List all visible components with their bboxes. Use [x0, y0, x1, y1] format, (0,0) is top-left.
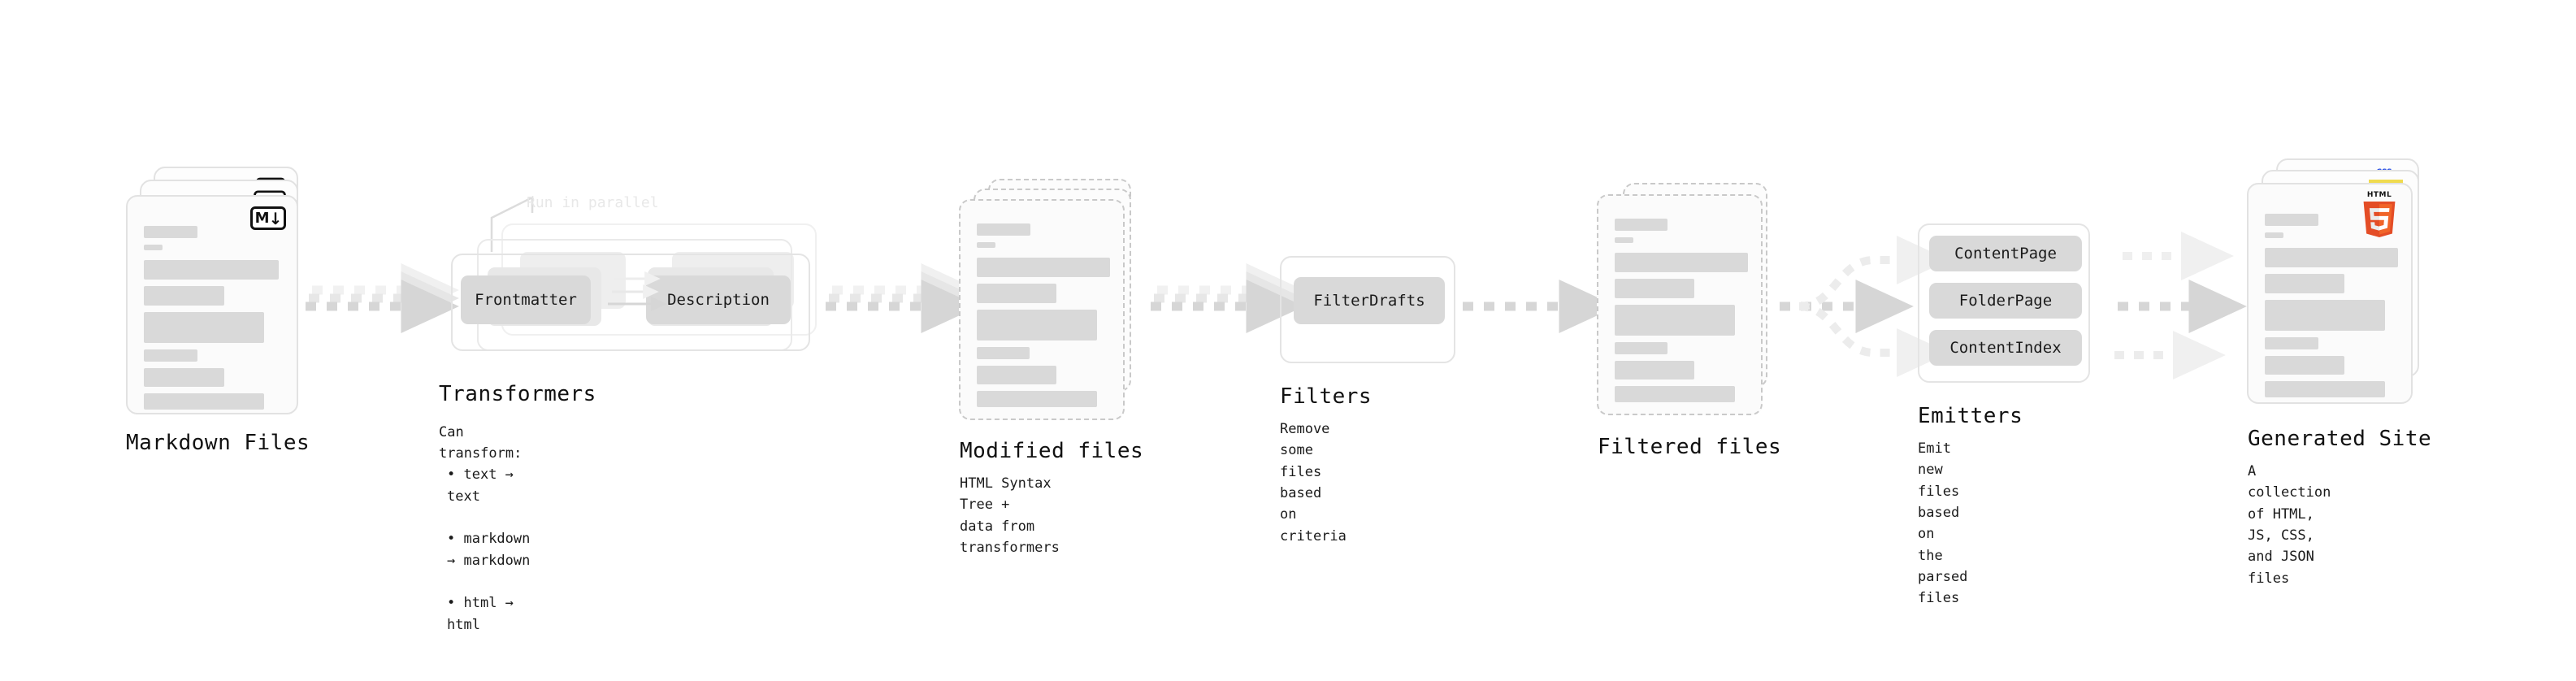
skeleton-bar	[144, 393, 264, 410]
markdown-icon: M↓	[250, 206, 286, 230]
filter-chip-filterdrafts[interactable]: FilterDrafts	[1294, 277, 1445, 324]
modified-card-front	[959, 199, 1125, 420]
markdown-icon-letter: M	[254, 209, 270, 227]
transformer-inner-arrows	[608, 271, 667, 311]
skeleton-bar	[2265, 274, 2344, 293]
html5-shield-glyph	[2363, 202, 2396, 237]
site-card-front: HTML	[2247, 183, 2413, 404]
skeleton-bar	[1615, 219, 1667, 231]
stage-title-emitters: Emitters	[1918, 404, 2023, 428]
skeleton-bar	[144, 312, 264, 343]
stage-title-modified-files: Modified files	[960, 439, 1144, 463]
skeleton-lines	[1615, 219, 1748, 409]
skeleton-lines	[977, 223, 1110, 414]
emitter-chip-contentindex[interactable]: ContentIndex	[1929, 330, 2082, 366]
skeleton-bar	[2265, 214, 2318, 226]
html5-icon-caption: HTML	[2366, 191, 2392, 199]
skeleton-bar	[2265, 356, 2344, 375]
filters-box[interactable]: FilterDrafts	[1280, 256, 1455, 363]
arrow-emitters-to-site	[2114, 232, 2247, 380]
skeleton-bar	[1615, 305, 1735, 336]
skeleton-bar	[1615, 361, 1694, 380]
skeleton-bar	[977, 242, 995, 248]
skeleton-bar	[144, 245, 163, 250]
transformer-bullet-text: html → html	[447, 595, 514, 633]
skeleton-bar	[977, 391, 1097, 407]
skeleton-bar	[2265, 300, 2385, 331]
transformer-chip-frontmatter[interactable]: Frontmatter	[461, 275, 591, 324]
skeleton-bar	[144, 349, 197, 362]
skeleton-bar	[977, 310, 1097, 340]
stage-subtitle-filters: Remove some files based on criteria	[1280, 421, 1347, 544]
transformer-bullet-item: • text → text	[447, 466, 514, 505]
arrow-transformers-to-modified	[826, 263, 979, 333]
arrow-md-to-transformers	[306, 263, 459, 333]
skeleton-bar	[144, 260, 279, 280]
stage-subtitle-emitters: Emit new files based on the parsed files	[1918, 440, 1968, 607]
transformer-box-front[interactable]: Frontmatter Description	[451, 254, 810, 351]
markdown-card-front: M↓	[126, 195, 298, 414]
skeleton-bar	[2265, 248, 2398, 267]
skeleton-bar	[1615, 342, 1667, 354]
skeleton-bar	[2265, 232, 2283, 238]
stage-title-transformers: Transformers	[439, 382, 596, 406]
filtered-card-front	[1597, 194, 1763, 415]
stage-title-filters: Filters	[1280, 384, 1373, 409]
transformer-chip-description[interactable]: Description	[646, 275, 791, 324]
skeleton-bar	[977, 347, 1030, 359]
markdown-icon-arrow: ↓	[268, 208, 283, 228]
skeleton-bar	[144, 368, 224, 387]
skeleton-bar	[144, 286, 224, 306]
skeleton-bar	[977, 366, 1056, 384]
skeleton-bar	[1615, 279, 1694, 298]
emitter-chip-folderpage[interactable]: FolderPage	[1929, 283, 2082, 319]
skeleton-bar	[2265, 337, 2318, 349]
skeleton-lines	[2265, 214, 2398, 404]
transformer-bullet-text: text → text	[447, 466, 514, 505]
skeleton-bar	[1615, 237, 1633, 243]
stage-title-filtered-files: Filtered files	[1598, 435, 1782, 459]
skeleton-bar	[977, 284, 1056, 303]
stage-title-markdown-files: Markdown Files	[126, 431, 310, 455]
transformer-bullet-list: • text → text • markdown → markdown • ht…	[447, 443, 530, 657]
skeleton-bar	[144, 226, 197, 238]
transformer-bullet-item: • markdown → markdown	[447, 531, 531, 569]
skeleton-bar	[1615, 386, 1735, 402]
emitters-box[interactable]: ContentPage FolderPage ContentIndex	[1918, 223, 2090, 383]
stage-subtitle-generated-site: A collection of HTML, JS, CSS, and JSON …	[2248, 463, 2331, 587]
arrow-modified-to-filters	[1151, 263, 1304, 333]
stage-subtitle-transformers: Can transform:	[439, 424, 523, 462]
emitter-chip-contentpage[interactable]: ContentPage	[1929, 236, 2082, 271]
transformer-bullet-text: markdown → markdown	[447, 531, 531, 569]
transformer-bullet-item: • html → html	[447, 595, 514, 633]
skeleton-bar	[1615, 253, 1748, 272]
html5-icon: HTML	[2359, 191, 2400, 242]
stage-subtitle-modified-files: HTML Syntax Tree + data from transformer…	[960, 475, 1060, 557]
run-in-parallel-label: Run in parallel	[527, 194, 659, 211]
skeleton-bar	[977, 258, 1110, 277]
skeleton-bar	[977, 223, 1030, 236]
skeleton-bar	[2265, 381, 2385, 397]
stage-title-generated-site: Generated Site	[2248, 427, 2432, 451]
arrow-filtered-to-emitters	[1780, 236, 1949, 377]
skeleton-lines	[144, 226, 282, 416]
